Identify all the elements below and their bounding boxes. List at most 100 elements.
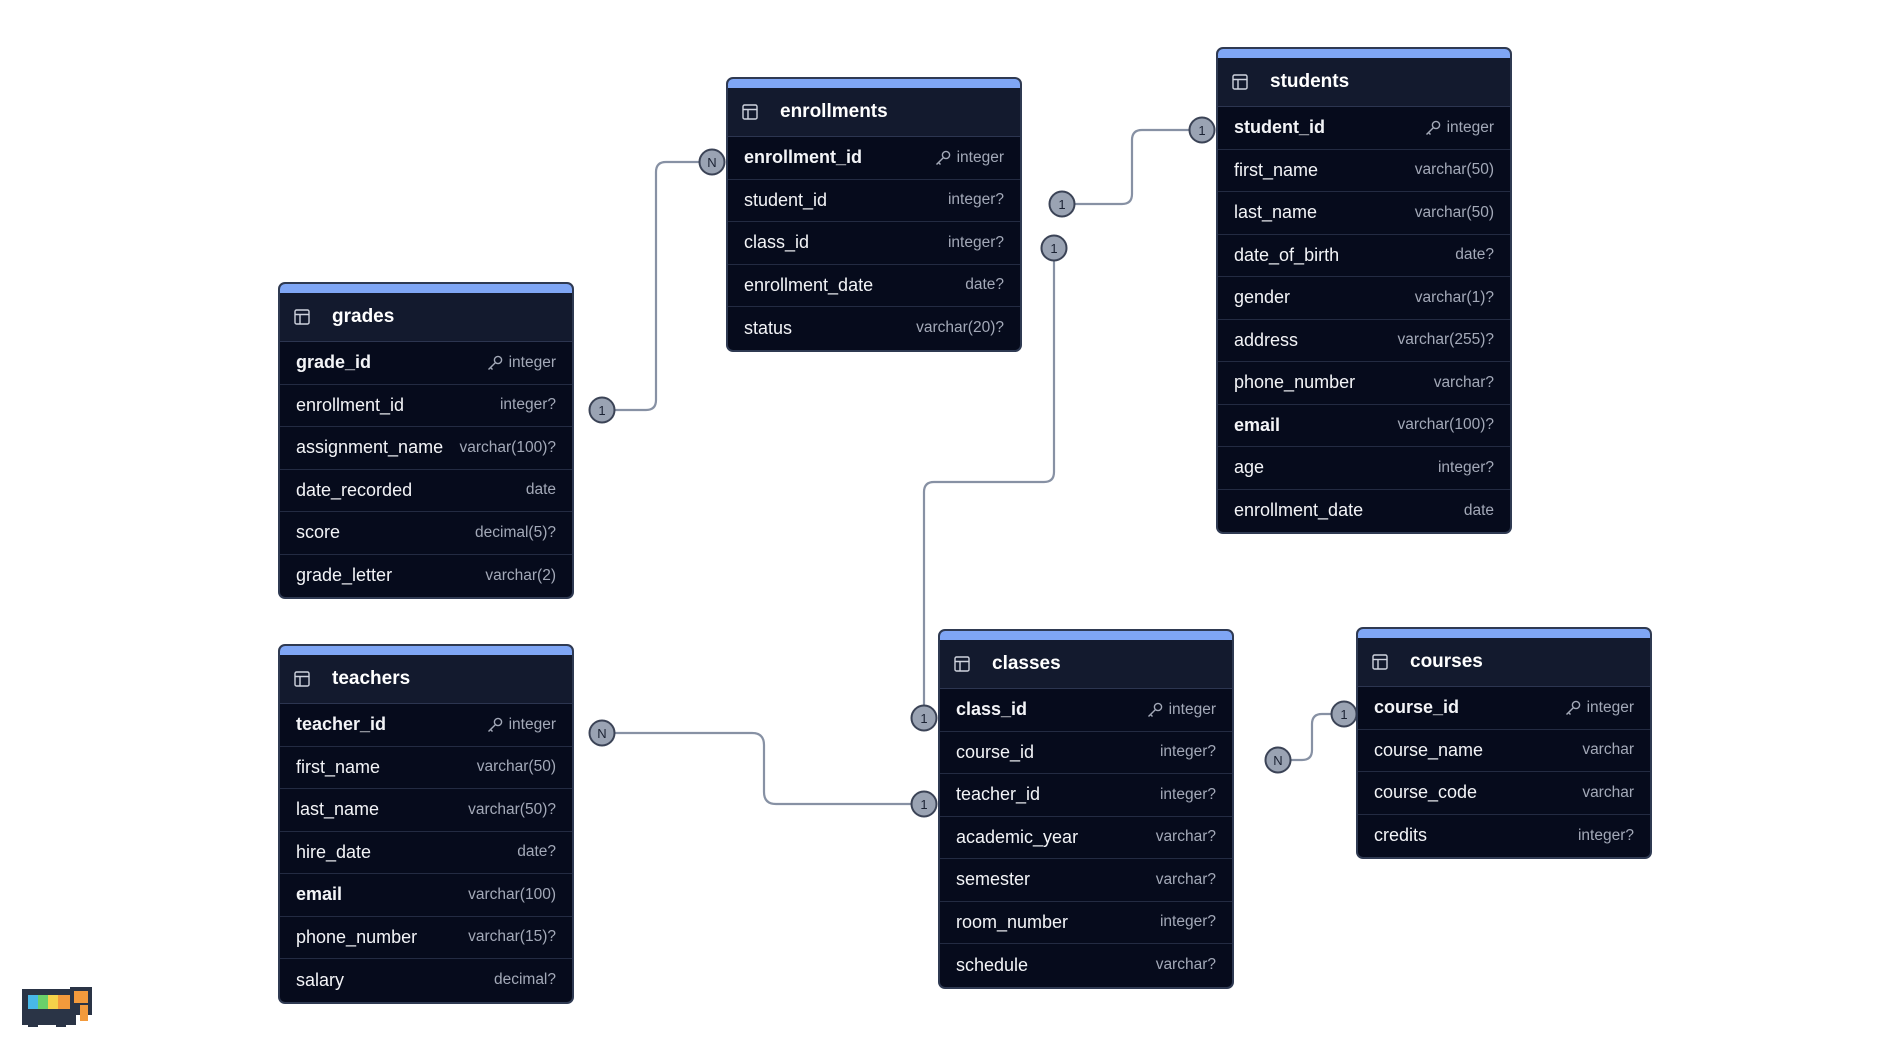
table-header[interactable]: classes: [940, 640, 1232, 689]
cardinality-badge: N: [588, 719, 616, 747]
table-header[interactable]: grades: [280, 293, 572, 342]
cardinality-label: 1: [1340, 707, 1347, 722]
column-name: assignment_name: [296, 437, 444, 458]
table-accent-bar: [1218, 49, 1510, 58]
table-header[interactable]: enrollments: [728, 88, 1020, 137]
column-type: varchar?: [1156, 871, 1216, 889]
column-type: varchar(50)?: [468, 801, 556, 819]
column-row-date-of-birth[interactable]: date_of_birth date?: [1218, 235, 1510, 277]
cardinality-badge: 1: [910, 704, 938, 732]
column-name: salary: [296, 969, 345, 990]
column-name: credits: [1374, 825, 1428, 846]
column-type: integer?: [1160, 913, 1216, 931]
table-header[interactable]: teachers: [280, 655, 572, 704]
relationship-line-grades-enrollments[interactable]: [602, 160, 712, 412]
column-type-label: varchar(15)?: [468, 928, 556, 946]
column-name: grade_letter: [296, 565, 393, 586]
column-row-grade-letter[interactable]: grade_letter varchar(2): [280, 555, 572, 598]
column-type-label: integer?: [947, 191, 1004, 209]
cardinality-label: N: [597, 726, 606, 741]
column-row-credits[interactable]: credits integer?: [1358, 815, 1650, 858]
cardinality-label: N: [707, 155, 716, 170]
table-name: teachers: [332, 668, 411, 689]
key-icon: [934, 149, 952, 167]
column-type-label: date: [1463, 501, 1494, 519]
column-type-label: integer?: [1577, 826, 1634, 844]
table-icon: [294, 309, 310, 325]
column-name: hire_date: [296, 841, 372, 862]
column-type: integer: [1564, 699, 1634, 717]
column-row-student-id[interactable]: student_id integer: [1218, 107, 1510, 150]
column-name: date_of_birth: [1234, 244, 1340, 265]
column-type: integer?: [1578, 827, 1634, 845]
relationship-line-classes-courses[interactable]: [1278, 712, 1344, 762]
column-type: decimal?: [494, 971, 556, 989]
column-type-label: date?: [965, 276, 1004, 294]
column-name: student_id: [1234, 117, 1326, 138]
column-type: varchar(2): [485, 567, 556, 585]
table-header[interactable]: courses: [1358, 638, 1650, 687]
cardinality-badge: 1: [1188, 116, 1216, 144]
table-header[interactable]: students: [1218, 58, 1510, 107]
column-name: first_name: [1234, 159, 1319, 180]
cardinality-label: 1: [920, 711, 927, 726]
column-type: varchar?: [1156, 828, 1216, 846]
column-type-label: decimal(5)?: [475, 523, 556, 541]
column-type-label: date?: [1455, 246, 1494, 264]
column-type: varchar(50): [477, 758, 556, 776]
relationship-line-enrollments-students[interactable]: [1062, 128, 1202, 206]
column-row-salary[interactable]: salary decimal?: [280, 959, 572, 1002]
column-type: integer: [1424, 119, 1494, 137]
relationship-line-enrollments-classes[interactable]: [922, 248, 1056, 718]
relationship-line-teachers-classes[interactable]: [602, 731, 924, 806]
key-icon: [486, 354, 504, 372]
column-type-label: integer?: [1159, 785, 1216, 803]
column-type: date: [526, 481, 556, 499]
key-icon: [1146, 701, 1164, 719]
column-type-label: integer: [508, 353, 556, 371]
column-type-label: decimal?: [493, 971, 556, 989]
column-type: integer?: [948, 234, 1004, 252]
